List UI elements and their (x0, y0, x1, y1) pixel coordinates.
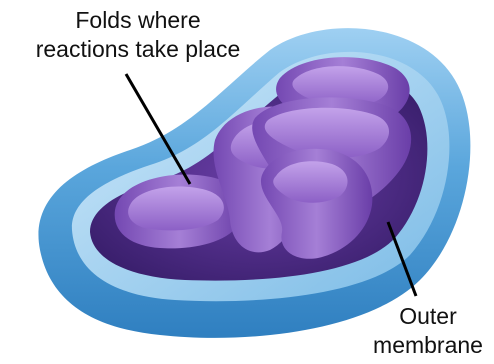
outer-membrane-label: Outer membrane (358, 302, 494, 360)
folds-label: Folds where reactions take place (14, 6, 262, 64)
outer-membrane-label-line2: membrane (358, 331, 494, 360)
folds-label-line2: reactions take place (14, 35, 262, 64)
folds-label-line1: Folds where (14, 6, 262, 35)
outer-membrane-label-line1: Outer (358, 302, 494, 331)
